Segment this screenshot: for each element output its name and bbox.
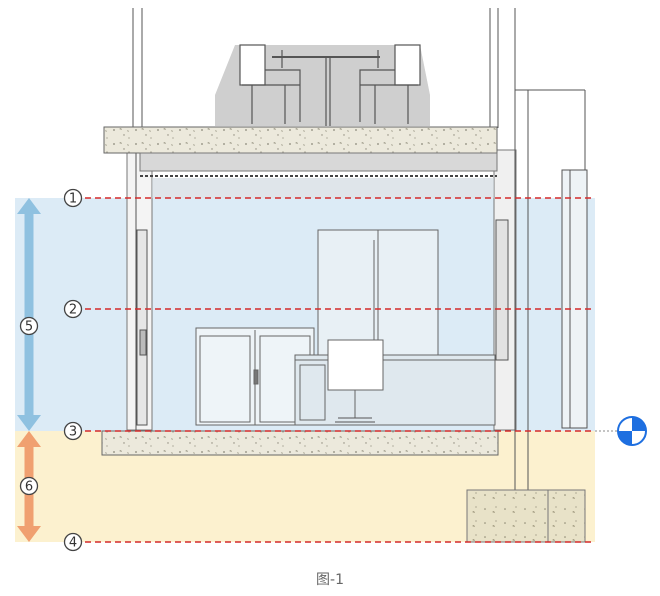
marker-1: 1 — [63, 188, 83, 208]
marker-5-label: 5 — [25, 320, 33, 335]
foundation-block — [466, 489, 586, 543]
marker-1-label: 1 — [69, 192, 77, 207]
ceiling-shadow — [152, 178, 494, 198]
marker-4: 4 — [63, 532, 83, 552]
ceiling-band — [139, 152, 498, 172]
marker-6-label: 6 — [25, 480, 33, 495]
interior-furniture — [195, 229, 496, 426]
figure-caption: 图-1 — [316, 572, 344, 588]
marker-4-label: 4 — [69, 536, 77, 551]
floor-slab — [101, 430, 499, 456]
upper-zone-arrow — [17, 198, 41, 431]
building-structure — [126, 8, 588, 490]
marker-3-label: 3 — [69, 425, 77, 440]
roof-slab — [103, 126, 498, 154]
terrace-furniture — [239, 44, 421, 126]
marker-5: 5 — [19, 316, 39, 336]
roof-shadow — [215, 45, 430, 126]
marker-6: 6 — [19, 476, 39, 496]
marker-3: 3 — [63, 421, 83, 441]
marker-2: 2 — [63, 299, 83, 319]
level-symbol-icon — [617, 416, 647, 446]
level-lines — [85, 197, 595, 543]
marker-2-label: 2 — [69, 303, 77, 318]
